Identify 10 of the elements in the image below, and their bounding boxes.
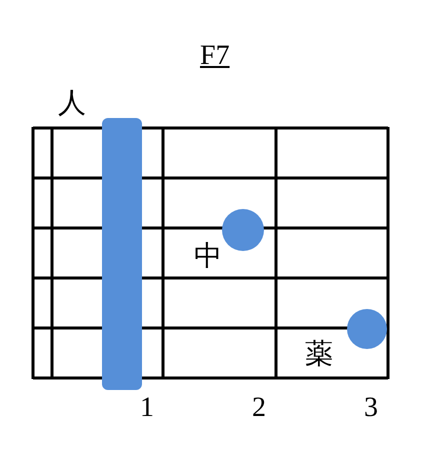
finger-label: 中	[194, 243, 222, 271]
fret-number: 2	[252, 394, 266, 422]
barre-marker	[102, 118, 142, 390]
finger-dot	[347, 309, 387, 349]
finger-label: 人	[58, 90, 86, 118]
chord-title: F7	[200, 42, 230, 70]
fret-number: 1	[140, 394, 154, 422]
fret-number: 3	[364, 394, 378, 422]
finger-dot	[222, 209, 264, 251]
finger-label: 薬	[305, 341, 333, 369]
